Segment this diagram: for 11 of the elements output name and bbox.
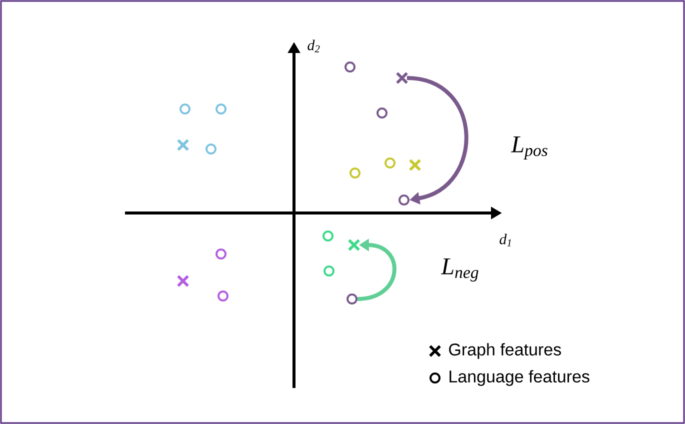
cross-marker (348, 238, 360, 252)
legend-text: Language features (450, 370, 590, 386)
circle-marker (346, 294, 358, 304)
axis-label: d$_{1}$ (500, 234, 511, 246)
edge-label: L$_{neg}$ (440, 258, 478, 282)
circle-marker (398, 194, 410, 206)
axis-label: d$_{2}$ (308, 40, 320, 52)
edge-label: L$_{pos}$ (510, 136, 548, 160)
legend-text: Graph features (449, 343, 561, 359)
curved-arrow (406, 76, 468, 205)
cross-marker (396, 72, 408, 84)
